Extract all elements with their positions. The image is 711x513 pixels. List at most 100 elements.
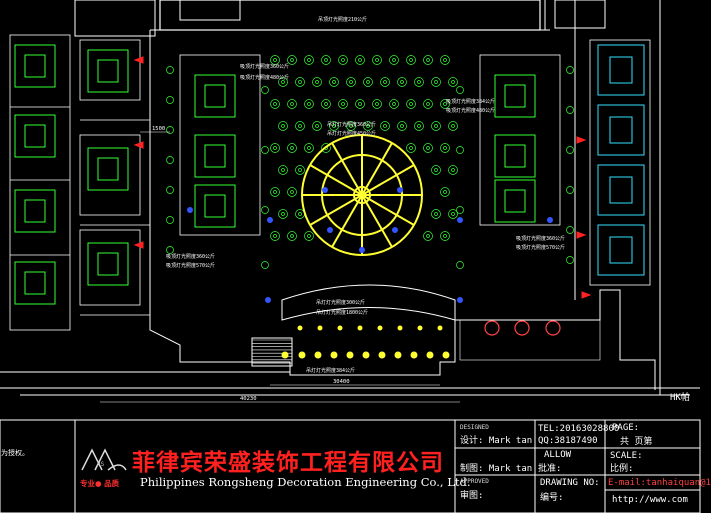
lamp [456, 146, 464, 154]
table-set [346, 77, 356, 87]
blue-fixture [187, 207, 193, 213]
table-set [270, 55, 280, 65]
table-set [329, 121, 339, 131]
drawing-no-cn: 编号: [540, 493, 564, 503]
table-set [304, 143, 314, 153]
stage-lamp [281, 351, 289, 359]
lamp [166, 246, 174, 254]
table-set [448, 165, 458, 175]
approved-label: APPROVED [460, 478, 489, 485]
lamp [566, 226, 574, 234]
stage-lamp [417, 325, 423, 331]
note-left-3: 吸顶灯光照度360公斤 [166, 254, 216, 260]
table-set [414, 77, 424, 87]
page-cn: 共 页第 [620, 437, 653, 447]
stage-lamp [437, 325, 443, 331]
sofa-set [87, 242, 129, 286]
slogan: 专业● 品质 [80, 479, 120, 488]
lamp [566, 146, 574, 154]
table-set [423, 231, 433, 241]
table-set [287, 143, 297, 153]
blue-fixture [322, 187, 328, 193]
table-set [278, 165, 288, 175]
approved-cn: 审图: [460, 491, 484, 501]
table-set [321, 143, 331, 153]
tel: TEL:20163028800 [538, 424, 620, 434]
table-set [414, 121, 424, 131]
table-set [448, 121, 458, 131]
stage-lamp [397, 325, 403, 331]
table-set [355, 55, 365, 65]
company-name-cn: 菲律宾荣盛装饰工程有限公司 [132, 449, 444, 476]
lamp [166, 216, 174, 224]
lamp [166, 156, 174, 164]
table-set [329, 77, 339, 87]
qq: QQ:38187490 [538, 436, 598, 446]
blue-fixture [327, 227, 333, 233]
company-name-en: Philippines Rongsheng Decoration Enginee… [140, 475, 471, 489]
table-set [440, 187, 450, 197]
lamp [166, 186, 174, 194]
sofa-set [194, 134, 236, 178]
website: http://www.com [612, 495, 688, 505]
table-set [440, 99, 450, 109]
lamp [261, 261, 269, 269]
logo-text: RS [97, 461, 105, 468]
blue-fixture [457, 297, 463, 303]
blue-fixture [547, 217, 553, 223]
table-set [312, 77, 322, 87]
note-bottom-1: 吊灯灯光照度300公斤 [316, 300, 366, 306]
table-set [397, 77, 407, 87]
table-set [304, 99, 314, 109]
note-top: 吊顶灯光照度210公斤 [318, 17, 368, 23]
note-bottom-3: 吊灯灯光照度384公斤 [306, 368, 356, 374]
table-set [363, 121, 373, 131]
lamp [166, 126, 174, 134]
lamp [261, 206, 269, 214]
table-set [406, 143, 416, 153]
drawing-no-label: DRAWING NO: [540, 478, 600, 488]
note-left-4: 吸顶灯光照度570公斤 [166, 263, 216, 269]
stage-lamp [297, 325, 303, 331]
sofa-set-cyan [597, 164, 645, 216]
designer: 设计: Mark tan [460, 436, 533, 446]
lamp [566, 66, 574, 74]
blue-fixture [359, 247, 365, 253]
dimension-1500: 1500 [152, 126, 166, 132]
stage-lamp [377, 325, 383, 331]
stage-lamp [330, 351, 338, 359]
stage-lamp [410, 351, 418, 359]
sofa-set [494, 74, 536, 118]
table-set [431, 121, 441, 131]
table-set [440, 55, 450, 65]
note-left-2: 吸顶灯光照度480公斤 [240, 75, 290, 81]
table-set [372, 55, 382, 65]
stage-lamp [378, 351, 386, 359]
table-set [346, 121, 356, 131]
table-set [295, 165, 305, 175]
table-set [431, 209, 441, 219]
scale-cn: 比例: [610, 464, 634, 474]
note-center-1: 吊灯灯光照度360公斤 [327, 122, 377, 128]
table-set [295, 121, 305, 131]
scale-label: SCALE: [610, 451, 643, 461]
table-set [270, 231, 280, 241]
lamp [566, 106, 574, 114]
table-set [338, 55, 348, 65]
drawn-by: 制图: Mark tan [460, 464, 533, 474]
lamp [456, 261, 464, 269]
table-set [423, 99, 433, 109]
note-left-1: 吸顶灯光照度360公斤 [240, 64, 290, 70]
table-set [389, 55, 399, 65]
door-arrow-icon [576, 231, 587, 239]
door-arrow-icon [133, 141, 144, 149]
sofa-set [194, 74, 236, 118]
stage-lamp [394, 351, 402, 359]
sofa-set-cyan [597, 224, 645, 276]
sofa-set-cyan [597, 104, 645, 156]
stage-lamp [362, 351, 370, 359]
table-set [287, 55, 297, 65]
table-set [278, 209, 288, 219]
stage-lamp [337, 325, 343, 331]
table-set [380, 77, 390, 87]
